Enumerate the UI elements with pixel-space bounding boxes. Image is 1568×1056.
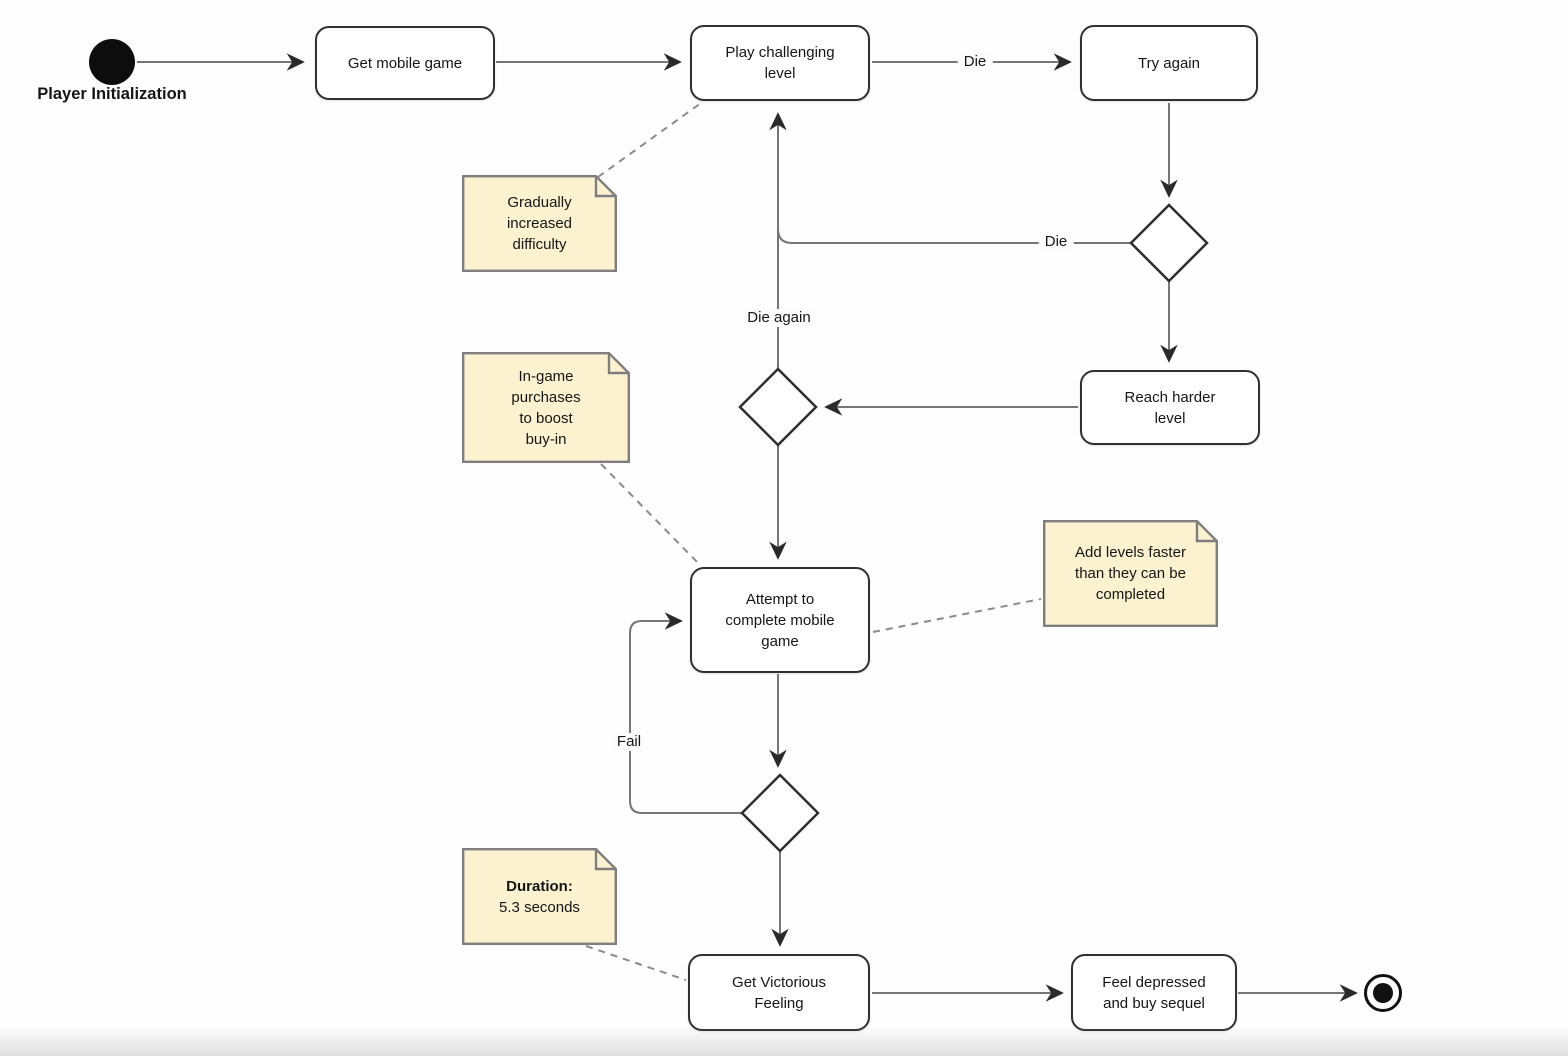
note-text: In-game purchases to boost buy-in xyxy=(511,367,581,448)
decision-diamond-die-again xyxy=(738,367,818,447)
node-label: Get mobile game xyxy=(347,54,463,72)
node-label: Try again xyxy=(1138,54,1200,72)
note-shape xyxy=(1043,520,1218,627)
edge-label-die-loop: Die xyxy=(1038,233,1074,251)
edge-decision1-die-loop xyxy=(777,228,1131,244)
note-in-game-purchases: In-game purchases to boost buy-in xyxy=(462,352,630,463)
edge-label-die-top: Die xyxy=(957,53,993,71)
note-text: Gradually increased difficulty xyxy=(506,194,573,253)
node-attempt-complete-game: Attempt to complete mobile game xyxy=(690,567,870,673)
note-text: Duration: 5.3 seconds xyxy=(462,848,617,945)
note-connector-in-game xyxy=(600,463,701,566)
node-get-mobile-game: Get mobile game xyxy=(315,26,495,100)
node-reach-harder-level: Reach harder level xyxy=(1080,370,1260,445)
edge-label-die-again: Die again xyxy=(741,309,817,327)
decision-diamond-after-try-again xyxy=(1129,203,1209,283)
node-try-again: Try again xyxy=(1080,25,1258,101)
note-text: Add levels faster than they can be compl… xyxy=(1075,544,1186,603)
edge-decision3-fail-loop xyxy=(629,612,741,814)
node-label: Get Victorious Feeling xyxy=(732,973,826,1012)
note-shape xyxy=(462,848,617,945)
end-node xyxy=(1364,974,1402,1012)
note-shape xyxy=(462,352,630,463)
note-connector-gradually xyxy=(597,102,702,178)
start-node-circle xyxy=(89,39,135,85)
node-play-challenging-level: Play challenging level xyxy=(690,25,870,101)
note-duration-title: Duration: xyxy=(506,877,573,895)
decision-diamond-fail xyxy=(740,773,820,853)
note-duration: Duration: 5.3 seconds xyxy=(462,848,617,945)
node-label: Attempt to complete mobile game xyxy=(725,590,835,650)
start-node-label: Player Initialization xyxy=(37,85,187,103)
node-get-victorious-feeling: Get Victorious Feeling xyxy=(688,954,870,1031)
note-connector-duration xyxy=(585,945,687,981)
node-feel-depressed-buy-sequel: Feel depressed and buy sequel xyxy=(1071,954,1237,1031)
note-shape xyxy=(462,175,617,272)
node-label: Reach harder level xyxy=(1124,388,1216,427)
node-label: Play challenging level xyxy=(725,44,835,82)
node-label: Feel depressed and buy sequel xyxy=(1102,973,1206,1012)
note-add-levels-faster: Add levels faster than they can be compl… xyxy=(1043,520,1218,627)
note-duration-value: 5.3 seconds xyxy=(499,898,580,916)
note-connector-add-levels xyxy=(872,598,1042,633)
edge-label-fail: Fail xyxy=(610,733,648,751)
note-gradually-increased-difficulty: Gradually increased difficulty xyxy=(462,175,617,272)
